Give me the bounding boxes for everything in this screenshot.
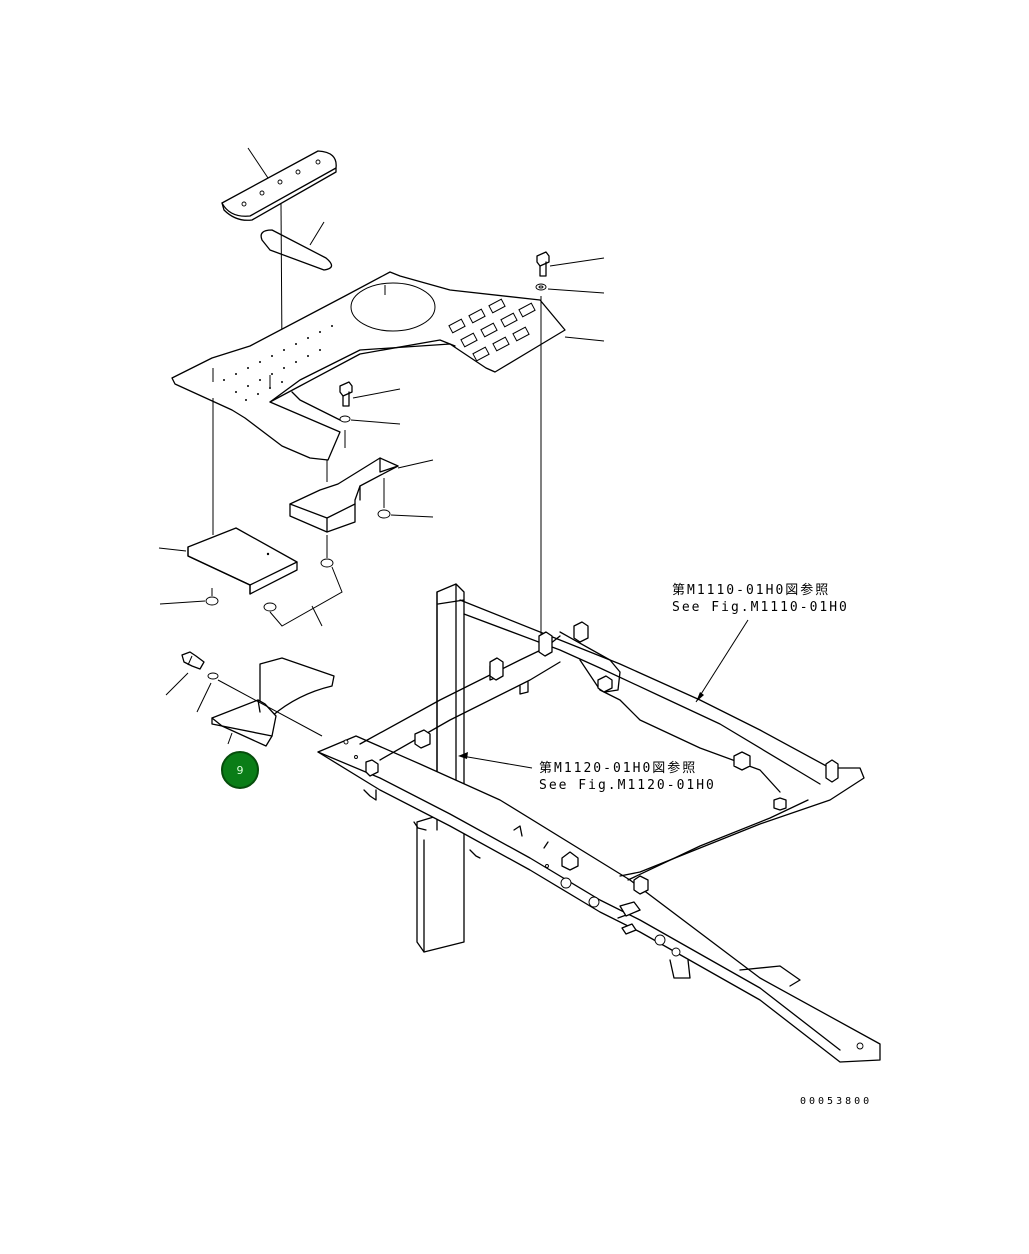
main-frame: [317, 583, 881, 1063]
reference-lower-en: See Fig.M1120-01H0: [539, 778, 716, 793]
floor-plate-part: [171, 271, 566, 461]
bolt-washer-middle: [339, 381, 401, 448]
reference-lower-jp: 第M1120-01H0図参照: [539, 760, 697, 776]
floor-grate: [448, 298, 536, 362]
side-bracket-part: [165, 651, 335, 747]
top-plate-part: [221, 147, 337, 221]
floor-rivets: [223, 325, 333, 401]
reference-upper-jp: 第M1110-01H0図参照: [672, 582, 830, 598]
drawing-code: 00053800: [800, 1096, 872, 1107]
bolt-washer-right: [535, 251, 605, 640]
callout-badge-label: 9: [237, 764, 244, 777]
reference-upper-en: See Fig.M1110-01H0: [672, 600, 849, 615]
callout-badge[interactable]: 9: [221, 751, 259, 789]
square-mat-part: [158, 398, 343, 627]
l-shaped-mat-part: [289, 457, 434, 558]
callout-badge-circle: [221, 751, 259, 789]
